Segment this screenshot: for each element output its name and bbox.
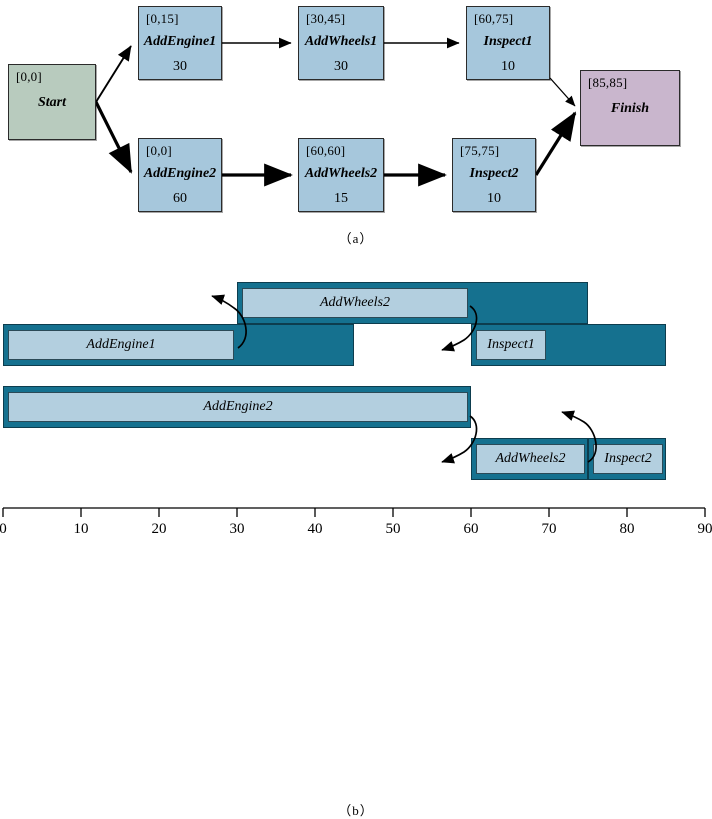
gantt-bar-label: AddWheels xyxy=(320,295,383,311)
node-label: Start xyxy=(9,95,95,111)
node-duration: 30 xyxy=(299,59,383,75)
network-node-addengine2[interactable]: [0,0] AddEngine2 60 xyxy=(138,138,222,212)
node-duration: 30 xyxy=(139,59,221,75)
network-node-addwheels1[interactable]: [30,45] AddWheels1 30 xyxy=(298,6,384,80)
gantt-bar-label-suffix: 2 xyxy=(558,451,565,467)
node-label: AddEngine1 xyxy=(139,34,221,50)
axis-tick-label: 80 xyxy=(620,521,635,537)
gantt-bar-label: AddEngine xyxy=(86,337,148,353)
gantt-bar-label-suffix: 2 xyxy=(266,399,273,415)
node-duration: 10 xyxy=(453,191,535,207)
axis-tick-label: 50 xyxy=(386,521,401,537)
axis-tick-label: 30 xyxy=(230,521,245,537)
node-early-late-start: [85,85] xyxy=(588,75,627,91)
network-node-addwheels2[interactable]: [60,60] AddWheels2 15 xyxy=(298,138,384,212)
axis-tick-label: 0 xyxy=(0,521,7,537)
network-node-inspect2[interactable]: [75,75] Inspect2 10 xyxy=(452,138,536,212)
pert-network-diagram: [0,0] Start [0,15] AddEngine1 30 [30,45]… xyxy=(0,0,712,250)
gantt-bar-label-suffix: 1 xyxy=(149,337,156,353)
network-node-finish[interactable]: [85,85] Finish xyxy=(580,70,680,146)
gantt-bar-label: AddEngine xyxy=(203,399,265,415)
node-early-late-start: [75,75] xyxy=(460,143,499,159)
gantt-bar-label: Inspect xyxy=(604,451,644,467)
gantt-bar-label: Inspect xyxy=(487,337,527,353)
network-node-inspect1[interactable]: [60,75] Inspect1 10 xyxy=(466,6,550,80)
network-node-start[interactable]: [0,0] Start xyxy=(8,64,96,140)
axis-tick-label: 70 xyxy=(542,521,557,537)
axis-tick-label: 60 xyxy=(464,521,479,537)
node-early-late-start: [0,15] xyxy=(146,11,179,27)
node-label: AddEngine2 xyxy=(139,166,221,182)
node-label: Inspect1 xyxy=(467,34,549,50)
axis-tick-label: 10 xyxy=(74,521,89,537)
node-label: AddWheels1 xyxy=(299,34,383,50)
axis-tick-label: 20 xyxy=(152,521,167,537)
gantt-time-axis: 0 10 20 30 40 50 60 70 80 90 xyxy=(0,500,712,550)
node-label: Finish xyxy=(581,101,679,117)
figure-caption-a: （a） xyxy=(0,228,712,247)
gantt-bar-label-suffix: 2 xyxy=(383,295,390,311)
gantt-bar-label-suffix: 2 xyxy=(645,451,652,467)
axis-tick-label: 90 xyxy=(698,521,712,537)
node-early-late-start: [60,75] xyxy=(474,11,513,27)
node-duration: 60 xyxy=(139,191,221,207)
node-duration: 15 xyxy=(299,191,383,207)
axis-tick-label: 40 xyxy=(308,521,323,537)
node-early-late-start: [30,45] xyxy=(306,11,345,27)
node-early-late-start: [60,60] xyxy=(306,143,345,159)
node-early-late-start: [0,0] xyxy=(16,69,42,85)
node-label: AddWheels2 xyxy=(299,166,383,182)
node-label: Inspect2 xyxy=(453,166,535,182)
gantt-bar-label: AddWheels xyxy=(496,451,559,467)
node-early-late-start: [0,0] xyxy=(146,143,172,159)
gantt-bar-label-suffix: 1 xyxy=(528,337,535,353)
node-duration: 10 xyxy=(467,59,549,75)
figure-caption-b: （b） xyxy=(0,800,712,819)
network-node-addengine1[interactable]: [0,15] AddEngine1 30 xyxy=(138,6,222,80)
